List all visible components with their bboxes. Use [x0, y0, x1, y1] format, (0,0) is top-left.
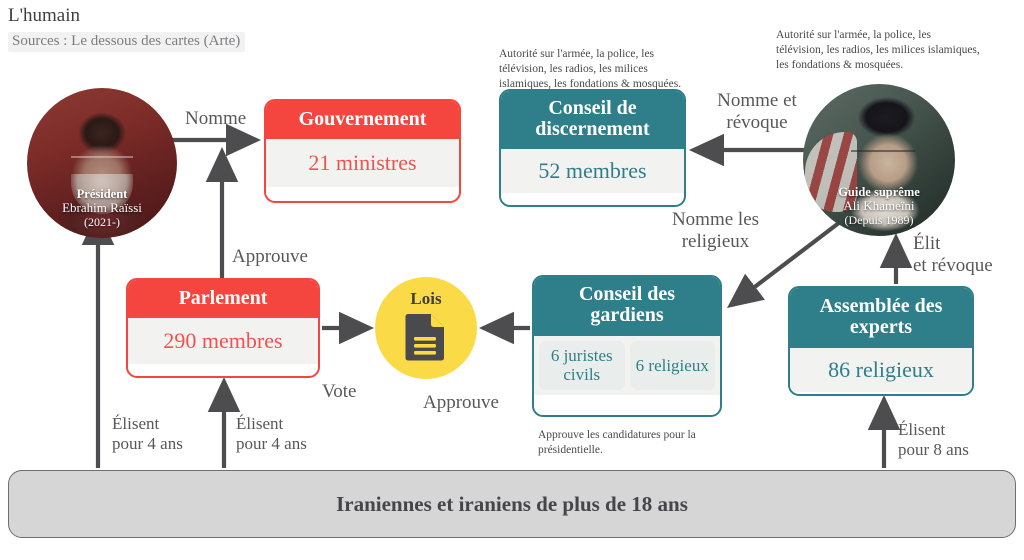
lois-label: Lois	[410, 289, 442, 308]
page-title: L'humain	[8, 5, 81, 26]
gouvernement-title: Gouvernement	[266, 101, 459, 140]
president-name: Ebrahim Raïssi	[62, 200, 142, 216]
president-photo	[27, 88, 177, 238]
guide-role: Guide suprême	[838, 185, 920, 200]
node-assemblee-experts[interactable]: Assemblée des experts 86 religieux	[788, 286, 974, 396]
node-citizens[interactable]: Iraniennes et iraniens de plus de 18 ans	[8, 470, 1016, 538]
citizens-label: Iraniennes et iraniens de plus de 18 ans	[336, 491, 688, 516]
guide-name: Ali Khameïni	[843, 198, 915, 214]
discernement-title: Conseil de discernement	[501, 91, 684, 149]
gardiens-religieux: 6 religieux	[629, 340, 715, 390]
node-conseil-gardiens[interactable]: Conseil des gardiens 6 juristes civils 6…	[532, 275, 722, 417]
node-lois[interactable]: Lois	[375, 277, 477, 379]
gardiens-title: Conseil des gardiens	[534, 277, 720, 336]
note-guide: Autorité sur l'armée, la police, les tél…	[776, 29, 980, 72]
edge-label-elisent-8ans: Élisent pour 8 ans	[898, 420, 969, 459]
node-gouvernement[interactable]: Gouvernement 21 ministres	[264, 99, 461, 203]
edge-label-elit-et-revoque: Élit et révoque	[913, 233, 993, 276]
sources-label: Sources : Le dessous des cartes (Arte)	[8, 32, 246, 52]
node-conseil-discernement[interactable]: Conseil de discernement 52 membres	[499, 89, 686, 207]
parlement-value: 290 membres	[128, 318, 318, 365]
experts-title: Assemblée des experts	[790, 288, 972, 348]
gouvernement-value: 21 ministres	[266, 139, 459, 188]
edge-label-vote: Vote	[322, 381, 357, 402]
guide-photo	[803, 84, 955, 236]
edge-label-elisent-4ans-president: Élisent pour 4 ans	[112, 414, 183, 453]
edge-label-elisent-4ans-parlement: Élisent pour 4 ans	[236, 414, 307, 453]
parlement-title: Parlement	[128, 280, 318, 319]
glasses-detail	[71, 156, 133, 167]
edge-label-approuve-gouvernement: Approuve	[232, 246, 308, 267]
node-parlement[interactable]: Parlement 290 membres	[126, 278, 320, 378]
note-discernement: Autorité sur l'armée, la police, les tél…	[499, 48, 682, 91]
edge-label-nomme: Nomme	[185, 108, 247, 129]
experts-value: 86 religieux	[790, 347, 972, 392]
note-gardiens: Approuve les candidatures pour la présid…	[538, 429, 696, 457]
president-caption: Président Ebrahim Raïssi (2021-)	[27, 187, 177, 229]
gardiens-subpanels: 6 juristes civils 6 religieux	[534, 335, 720, 395]
edge-label-nomme-et-revoque: Nomme et révoque	[717, 90, 797, 133]
document-icon	[404, 312, 448, 367]
discernement-value: 52 membres	[501, 148, 684, 193]
guide-caption: Guide suprême Ali Khameïni (Depuis 1989)	[803, 185, 955, 227]
guide-term: (Depuis 1989)	[844, 212, 914, 227]
edge-label-nomme-les-religieux: Nomme les religieux	[671, 209, 760, 252]
iran-flag-detail	[805, 132, 857, 212]
portrait-president: Président Ebrahim Raïssi (2021-)	[27, 88, 177, 238]
president-role: Président	[76, 187, 128, 202]
glasses-detail	[851, 150, 915, 162]
gardiens-juristes: 6 juristes civils	[539, 340, 625, 390]
edge-label-approuve-lois: Approuve	[423, 392, 499, 413]
president-term: (2021-)	[84, 214, 120, 229]
portrait-guide-supreme: Guide suprême Ali Khameïni (Depuis 1989)	[803, 84, 955, 236]
